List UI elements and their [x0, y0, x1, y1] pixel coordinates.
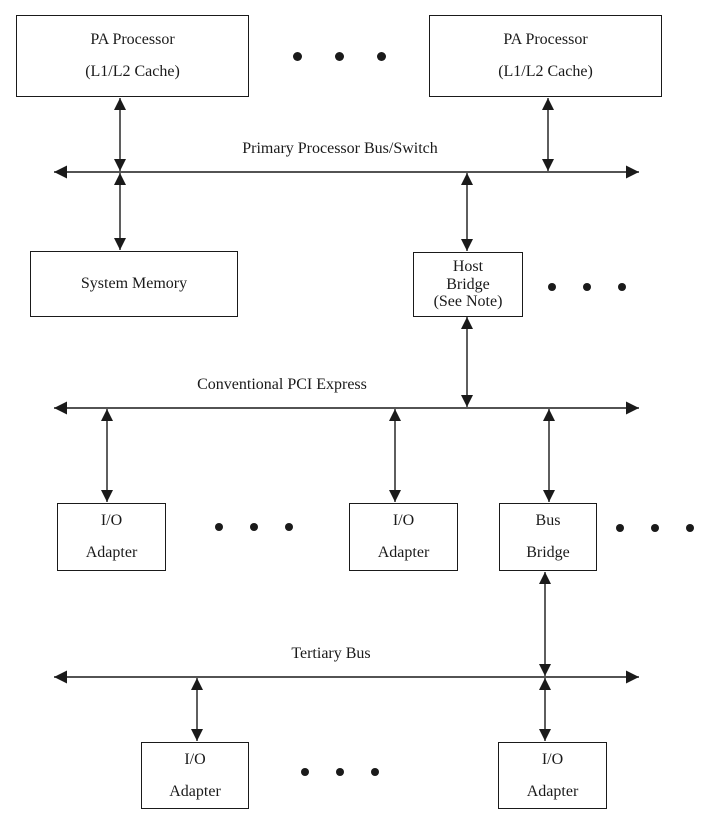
- io-adapter-bottom-left-box: I/O Adapter: [141, 742, 249, 809]
- box-label: I/O: [392, 512, 415, 529]
- system-memory-box: System Memory: [30, 251, 238, 317]
- dot-icon: [336, 768, 344, 776]
- dot-icon: [285, 523, 293, 531]
- box-label: Bridge: [526, 544, 570, 561]
- ellipsis-dots-icon: [301, 768, 379, 776]
- box-label: Adapter: [85, 544, 138, 561]
- dot-icon: [377, 52, 386, 61]
- box-label: (L1/L2 Cache): [85, 63, 180, 80]
- dot-icon: [618, 283, 626, 291]
- box-label: Adapter: [377, 544, 430, 561]
- ellipsis-dots-icon: [215, 523, 293, 531]
- pa-processor-right-box: PA Processor (L1/L2 Cache): [429, 15, 662, 97]
- dot-icon: [293, 52, 302, 61]
- box-label: Bridge: [446, 275, 490, 293]
- box-label: Bus: [535, 512, 561, 529]
- host-bridge-box: Host Bridge (See Note): [413, 252, 523, 317]
- ellipsis-dots-icon: [293, 52, 386, 61]
- dot-icon: [335, 52, 344, 61]
- dot-icon: [616, 524, 624, 532]
- box-label: I/O: [541, 750, 564, 768]
- dot-icon: [301, 768, 309, 776]
- ellipsis-dots-icon: [548, 283, 626, 291]
- box-label: System Memory: [80, 275, 188, 292]
- dot-icon: [215, 523, 223, 531]
- bus-bridge-box: Bus Bridge: [499, 503, 597, 571]
- pa-processor-left-box: PA Processor (L1/L2 Cache): [16, 15, 249, 97]
- box-label: (See Note): [433, 293, 503, 311]
- primary-bus-label: Primary Processor Bus/Switch: [242, 140, 438, 157]
- io-adapter-top-left-box: I/O Adapter: [57, 503, 166, 571]
- box-label: Host: [452, 258, 484, 276]
- box-label: PA Processor: [90, 31, 175, 48]
- dot-icon: [250, 523, 258, 531]
- box-label: Adapter: [526, 782, 579, 800]
- tertiary-bus-label: Tertiary Bus: [291, 645, 371, 662]
- dot-icon: [686, 524, 694, 532]
- pci-express-bus-label: Conventional PCI Express: [197, 376, 367, 393]
- box-label: I/O: [100, 512, 123, 529]
- box-label: (L1/L2 Cache): [498, 63, 593, 80]
- dot-icon: [583, 283, 591, 291]
- box-label: I/O: [184, 750, 206, 768]
- dot-icon: [371, 768, 379, 776]
- ellipsis-dots-icon: [616, 524, 694, 532]
- dot-icon: [548, 283, 556, 291]
- io-adapter-bottom-right-box: I/O Adapter: [498, 742, 607, 809]
- dot-icon: [651, 524, 659, 532]
- io-adapter-top-middle-box: I/O Adapter: [349, 503, 458, 571]
- box-label: Adapter: [169, 782, 221, 800]
- box-label: PA Processor: [503, 31, 588, 48]
